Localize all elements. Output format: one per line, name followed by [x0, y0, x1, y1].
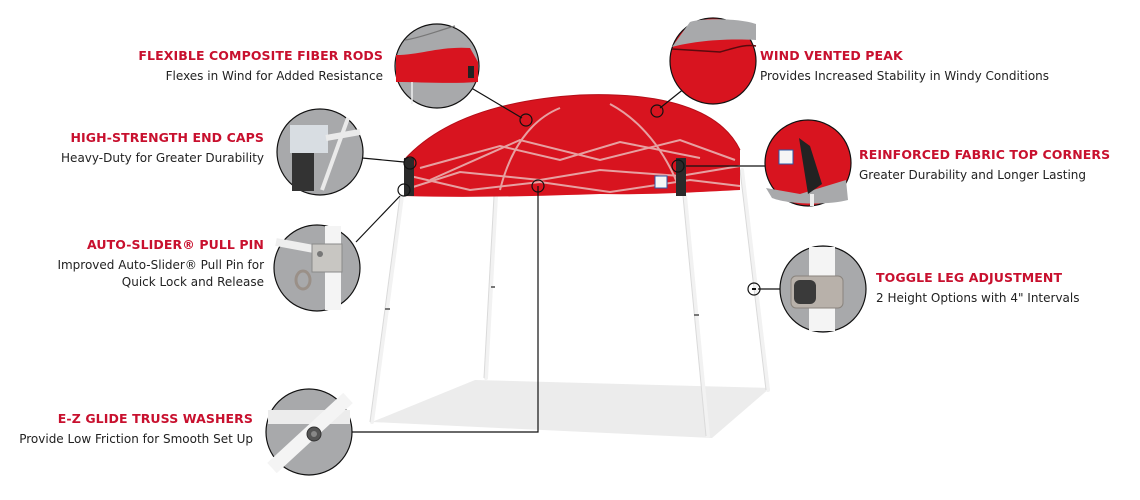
feature-description: Heavy-Duty for Greater Durability: [61, 151, 264, 165]
feature-top-corners: REINFORCED FABRIC TOP CORNERS Greater Du…: [859, 147, 1110, 184]
brand-label: [654, 175, 668, 189]
leg-markers: [385, 286, 699, 316]
truss-frame: [409, 103, 741, 194]
callout-markers: [397, 104, 761, 296]
right-corner-cap: [676, 158, 686, 196]
feature-description: Provide Low Friction for Smooth Set Up: [19, 432, 253, 446]
feature-truss-washers: E-Z GLIDE TRUSS WASHERS Provide Low Fric…: [19, 411, 253, 448]
canopy-edge: [403, 94, 741, 161]
feature-title: REINFORCED FABRIC TOP CORNERS: [859, 147, 1111, 162]
feature-description-line-1: Improved Auto-Slider® Pull Pin for: [57, 258, 264, 272]
feature-title: E-Z GLIDE TRUSS WASHERS: [57, 411, 253, 426]
callout-lines: [338, 83, 780, 433]
feature-description: Greater Durability and Longer Lasting: [859, 168, 1087, 182]
detail-toggle-leg: [779, 245, 867, 333]
feature-vented-peak: WIND VENTED PEAK Provides Increased Stab…: [760, 48, 1049, 85]
feature-description-line-2: Quick Lock and Release: [121, 275, 264, 289]
feature-end-caps: HIGH-STRENGTH END CAPS Heavy-Duty for Gr…: [61, 130, 264, 167]
feature-fiber-rods: FLEXIBLE COMPOSITE FIBER RODS Flexes in …: [138, 48, 383, 85]
feature-description: Provides Increased Stability in Windy Co…: [760, 69, 1050, 83]
feature-title: WIND VENTED PEAK: [760, 48, 903, 63]
feature-title: FLEXIBLE COMPOSITE FIBER RODS: [138, 48, 383, 63]
detail-pull-pin: [273, 224, 361, 312]
ground-shadow: [372, 380, 770, 438]
feature-title: TOGGLE LEG ADJUSTMENT: [876, 270, 1063, 285]
feature-toggle-leg: TOGGLE LEG ADJUSTMENT 2 Height Options w…: [876, 270, 1080, 307]
feature-title: HIGH-STRENGTH END CAPS: [70, 130, 264, 145]
feature-description: 2 Height Options with 4" Intervals: [876, 291, 1080, 305]
detail-fiber-rods: [394, 23, 480, 109]
feature-pull-pin: AUTO-SLIDER® PULL PIN Improved Auto-Slid…: [57, 237, 264, 291]
feature-description: Flexes in Wind for Added Resistance: [165, 69, 383, 83]
detail-truss-washers: [265, 388, 353, 476]
detail-top-corners: [764, 119, 852, 207]
feature-title: AUTO-SLIDER® PULL PIN: [87, 237, 264, 252]
detail-vented-peak: [669, 17, 757, 105]
detail-end-caps: [276, 108, 364, 196]
canopy-roof: [404, 94, 740, 197]
toggle-marker-dot: [752, 288, 756, 290]
left-corner-cap: [404, 158, 414, 196]
